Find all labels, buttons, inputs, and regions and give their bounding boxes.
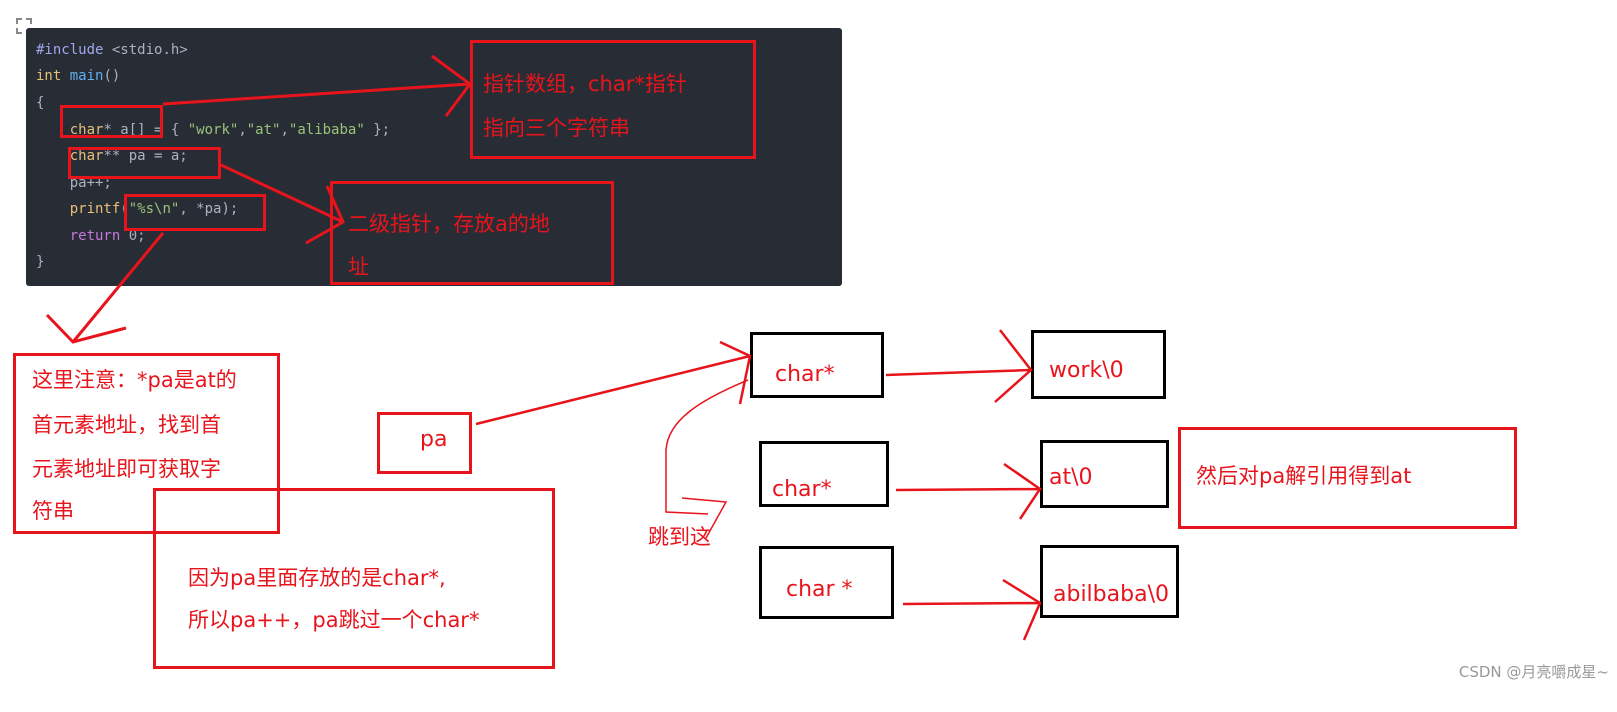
annotation-double-pointer: 二级指针，存放a的地 址 [330, 181, 614, 285]
token: , *pa); [179, 201, 239, 217]
annotation-text: 首元素地址，找到首 [32, 413, 221, 437]
arrow-pa-to-note [220, 163, 345, 245]
string-label: at\0 [1049, 465, 1093, 490]
annotation-text: 指针数组，char*指针 [483, 72, 687, 96]
token: "%s\n" [128, 201, 180, 217]
annotation-pointer-array: 指针数组，char*指针 指向三个字符串 [470, 40, 756, 159]
arrow-cell0-to-work [885, 329, 1033, 403]
token: pa++; [36, 175, 112, 191]
token: #include [36, 42, 104, 58]
token: printf [69, 201, 121, 217]
pa-label: pa [420, 427, 448, 452]
arrow-array-to-note [162, 54, 473, 117]
annotation-text: 指向三个字符串 [483, 116, 630, 140]
token: return [69, 228, 121, 244]
string-cell-0: work\0 [1031, 330, 1166, 399]
token: * a[] = { [103, 122, 188, 138]
annotation-text: 因为pa里面存放的是char*, [188, 566, 446, 590]
annotation-reason: 因为pa里面存放的是char*, 所以pa++，pa跳过一个char* [153, 488, 555, 669]
string-cell-2: abilbaba\0 [1040, 545, 1179, 618]
highlight-pa-decl [68, 147, 221, 179]
code-line-6: pa++; [36, 174, 112, 192]
token: "alibaba" [288, 122, 365, 138]
string-label: abilbaba\0 [1053, 582, 1169, 607]
code-line-1: #include <stdio.h> [36, 41, 188, 59]
token: int [36, 68, 62, 84]
code-line-7: printf("%s\n", *pa); [36, 200, 239, 218]
token: main [69, 68, 104, 84]
token: <stdio.h> [103, 42, 188, 58]
code-line-4: char* a[] = { "work","at","alibaba" }; [36, 121, 390, 139]
pointer-label: char* [775, 362, 835, 387]
token: ** pa = a; [103, 148, 188, 164]
code-line-5: char** pa = a; [36, 147, 188, 165]
arrow-printf-to-note [45, 232, 165, 344]
move-handle-icon [16, 18, 32, 34]
token: }; [364, 122, 391, 138]
annotation-text: 元素地址即可获取字 [32, 457, 221, 481]
string-cell-1: at\0 [1040, 440, 1169, 508]
pa-box: pa [377, 412, 472, 474]
annotation-text: 所以pa++，pa跳过一个char* [188, 608, 480, 632]
arrow-cell2-to-abilbaba [902, 578, 1042, 641]
pointer-label: char * [786, 577, 853, 602]
code-line-9: } [36, 253, 44, 271]
string-label: work\0 [1049, 358, 1124, 383]
token: , [238, 122, 247, 138]
pointer-label: char* [772, 477, 832, 502]
annotation-deref: 然后对pa解引用得到at [1178, 427, 1517, 529]
token: "at" [246, 122, 281, 138]
arrow-cell1-to-at [895, 462, 1042, 520]
code-line-8: return 0; [36, 227, 146, 245]
token: , [280, 122, 289, 138]
highlight-array-decl [60, 105, 163, 138]
token: "work" [187, 122, 239, 138]
annotation-text: 二级指针，存放a的地 [348, 212, 550, 236]
watermark: CSDN @月亮嚼成星~ [1458, 663, 1609, 681]
code-line-3: { [36, 94, 44, 112]
annotation-text: 符串 [32, 499, 74, 523]
token: char [69, 148, 104, 164]
token: char [69, 122, 104, 138]
annotation-text: 然后对pa解引用得到at [1196, 464, 1412, 488]
highlight-printf-args [124, 194, 266, 231]
arrow-jump-curve [665, 379, 749, 539]
pointer-cell-0: char* [750, 332, 884, 398]
code-line-2: int main() [36, 67, 120, 85]
jump-label: 跳到这 [648, 525, 711, 549]
token: } [36, 254, 45, 270]
pointer-cell-2: char * [759, 546, 894, 619]
annotation-text: 这里注意：*pa是at的 [32, 368, 237, 392]
token: 0; [120, 228, 146, 244]
pointer-cell-1: char* [759, 441, 889, 507]
annotation-text: 址 [348, 255, 369, 279]
token: () [103, 68, 121, 84]
annotation-note: 这里注意：*pa是at的 首元素地址，找到首 元素地址即可获取字 符串 [13, 353, 280, 534]
token: { [36, 95, 45, 111]
arrow-pa-to-cell0 [475, 340, 752, 426]
